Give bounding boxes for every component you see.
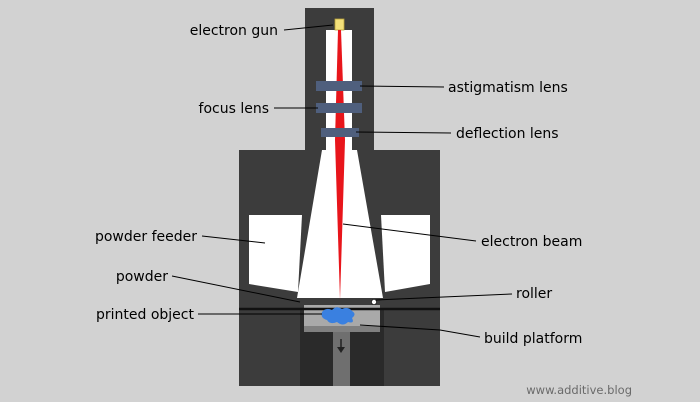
build-platform: [304, 326, 380, 332]
credit-text: www.additive.blog: [526, 383, 632, 397]
deflection-lens-coil: [321, 128, 359, 137]
roller: [370, 298, 377, 305]
label-powder: powder: [116, 269, 168, 285]
label-deflection-lens: deflection lens: [456, 126, 559, 142]
label-powder-feeder: powder feeder: [95, 229, 197, 245]
label-build-platform: build platform: [484, 331, 582, 347]
printed-object: [321, 307, 355, 325]
label-astigmatism-lens: astigmatism lens: [448, 80, 568, 96]
leader-build-platform: [359, 324, 481, 338]
leader-electron-gun: [283, 24, 334, 31]
electron-gun: [334, 18, 345, 31]
powder-feeder-left: [249, 215, 302, 292]
electron-beam: [335, 30, 345, 300]
powder-feeder-right: [381, 215, 430, 292]
leader-powder-feeder: [201, 235, 266, 244]
leader-astigmatism-lens: [359, 85, 445, 88]
arrow-down-icon: [337, 339, 345, 353]
leader-deflection-lens: [355, 131, 452, 134]
leader-powder: [171, 275, 301, 303]
leader-electron-beam: [342, 223, 477, 242]
label-roller: roller: [516, 286, 552, 302]
focus-lens-coil: [316, 103, 362, 113]
astigmatism-lens-coil: [316, 81, 362, 91]
label-focus-lens: focus lens: [199, 101, 269, 117]
label-electron-beam: electron beam: [481, 234, 582, 250]
leader-roller: [375, 293, 513, 301]
label-electron-gun: electron gun: [190, 23, 278, 39]
label-printed-object: printed object: [96, 307, 194, 323]
platform-piston: [333, 332, 350, 386]
